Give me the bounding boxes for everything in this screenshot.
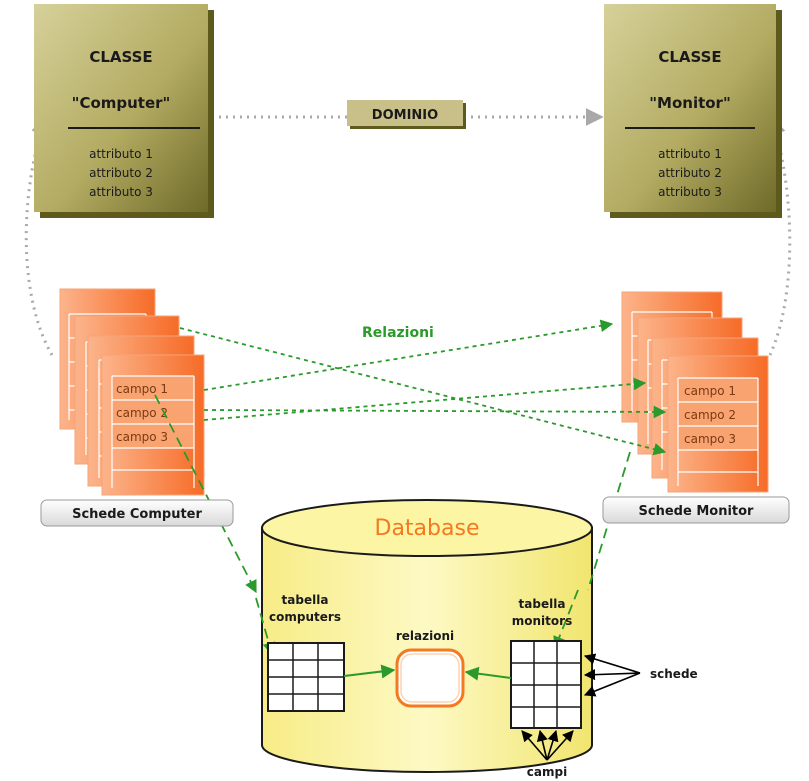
card-computer-field: campo 3 (116, 430, 168, 444)
table-monitors-label: tabella (519, 597, 566, 611)
relations-box: relazioni (395, 629, 465, 708)
table-computers: tabella computers (267, 593, 345, 712)
class-monitor-name: "Monitor" (649, 94, 731, 112)
class-computer-name: "Computer" (72, 94, 171, 112)
fields-label: campi (527, 765, 567, 779)
card-front-computer: campo 1 campo 2 campo 3 (101, 354, 205, 496)
class-computer-attribute: attributo 1 (89, 147, 153, 161)
card-computer-field: campo 1 (116, 382, 168, 396)
card-monitor-field: campo 1 (684, 384, 736, 398)
table-monitors: tabella monitors (510, 597, 582, 729)
class-computer-attribute: attributo 3 (89, 185, 153, 199)
class-box-monitor: CLASSE "Monitor" attributo 1 attributo 2… (604, 4, 782, 218)
class-monitor-header: CLASSE (658, 48, 721, 66)
card-monitor-field: campo 2 (684, 408, 736, 422)
cards-monitor-label: Schede Monitor (639, 504, 755, 519)
table-computers-label: computers (269, 610, 341, 624)
domain-label-box: DOMINIO (347, 100, 466, 129)
class-monitor-attribute: attributo 1 (658, 147, 722, 161)
fields-arrows (521, 729, 574, 761)
domain-label: DOMINIO (372, 108, 438, 123)
database-title: Database (375, 516, 480, 541)
relation-arrows (179, 319, 667, 456)
label-schede-computer: Schede Computer (40, 499, 234, 527)
cards-stack-monitor: campo 1 campo 2 campo 3 (621, 291, 769, 493)
relations-db-label: relazioni (396, 629, 454, 643)
class-computer-attribute: attributo 2 (89, 166, 153, 180)
cards-computer-label: Schede Computer (72, 507, 202, 522)
label-schede-monitor: Schede Monitor (602, 496, 790, 524)
table-monitors-label: monitors (512, 614, 572, 628)
class-box-computer: CLASSE "Computer" attributo 1 attributo … (34, 4, 214, 218)
class-computer-header: CLASSE (89, 48, 152, 66)
card-front-monitor: campo 1 campo 2 campo 3 (667, 355, 769, 493)
class-monitor-attribute: attributo 2 (658, 166, 722, 180)
cards-stack-computer: campo 1 campo 2 campo 3 (59, 288, 205, 496)
records-arrows (583, 653, 641, 697)
card-monitor-field: campo 3 (684, 432, 736, 446)
table-to-relations-arrows (343, 664, 512, 681)
card-computer-field: campo 2 (116, 406, 168, 420)
class-monitor-attribute: attributo 3 (658, 185, 722, 199)
records-label: schede (650, 667, 698, 681)
relations-label: Relazioni (362, 325, 434, 341)
table-computers-label: tabella (282, 593, 329, 607)
